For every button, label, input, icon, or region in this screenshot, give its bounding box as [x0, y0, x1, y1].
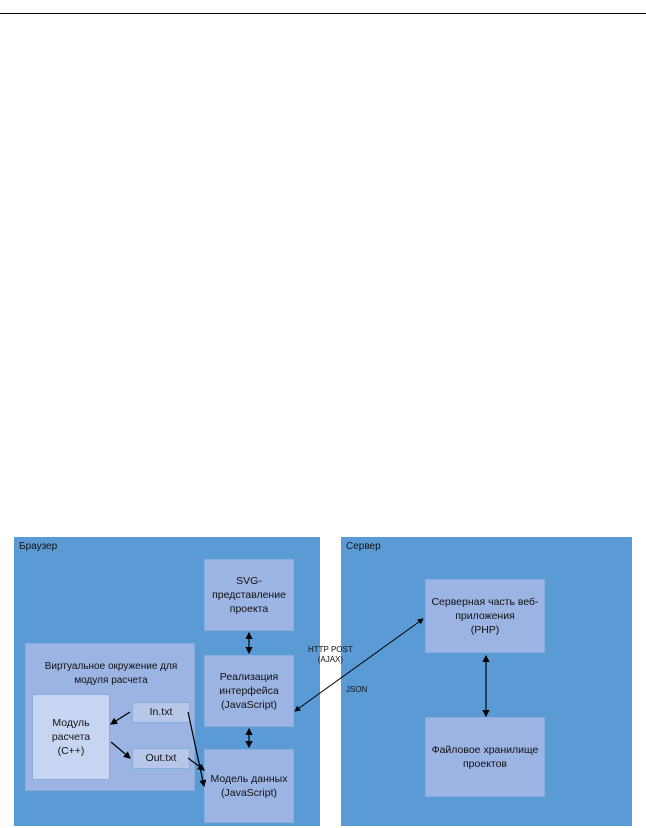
in-file-label: In.txt [149, 706, 173, 719]
calc-module-label: Модуль расчета (С++) [51, 716, 91, 758]
in-file-box: In.txt [132, 702, 190, 723]
virtual-env-label: Виртуальное окружение для модуля расчета [44, 661, 178, 686]
backend-label: Серверная часть веб- приложения (PHP) [431, 595, 539, 637]
svg-view-label: SVG-представление проекта [212, 574, 286, 616]
backend-box: Серверная часть веб- приложения (PHP) [425, 579, 545, 653]
browser-panel-title: Браузер [19, 541, 58, 552]
json-label: JSON [346, 685, 368, 694]
server-panel-title: Сервер [346, 541, 381, 552]
ui-impl-box: Реализация интерфейса (JavaScript) [204, 655, 294, 727]
calc-module-box: Модуль расчета (С++) [32, 694, 110, 780]
virtual-env-box: Виртуальное окружение для модуля расчета… [25, 643, 195, 791]
server-panel: Сервер Серверная часть веб- приложения (… [341, 537, 632, 826]
page-top-rule [0, 13, 646, 14]
storage-label: Файловое хранилище проектов [431, 743, 539, 770]
storage-box: Файловое хранилище проектов [425, 717, 545, 797]
out-file-label: Out.txt [145, 752, 177, 765]
ui-impl-label: Реализация интерфейса (JavaScript) [219, 670, 279, 712]
browser-panel: Браузер SVG-представление проекта Реализ… [14, 537, 320, 826]
data-model-box: Модель данных (JavaScript) [204, 749, 294, 823]
http-post-label: HTTP POST (AJAX) [308, 645, 353, 664]
out-file-box: Out.txt [132, 748, 190, 769]
svg-view-box: SVG-представление проекта [204, 559, 294, 631]
data-model-label: Модель данных (JavaScript) [210, 772, 288, 799]
